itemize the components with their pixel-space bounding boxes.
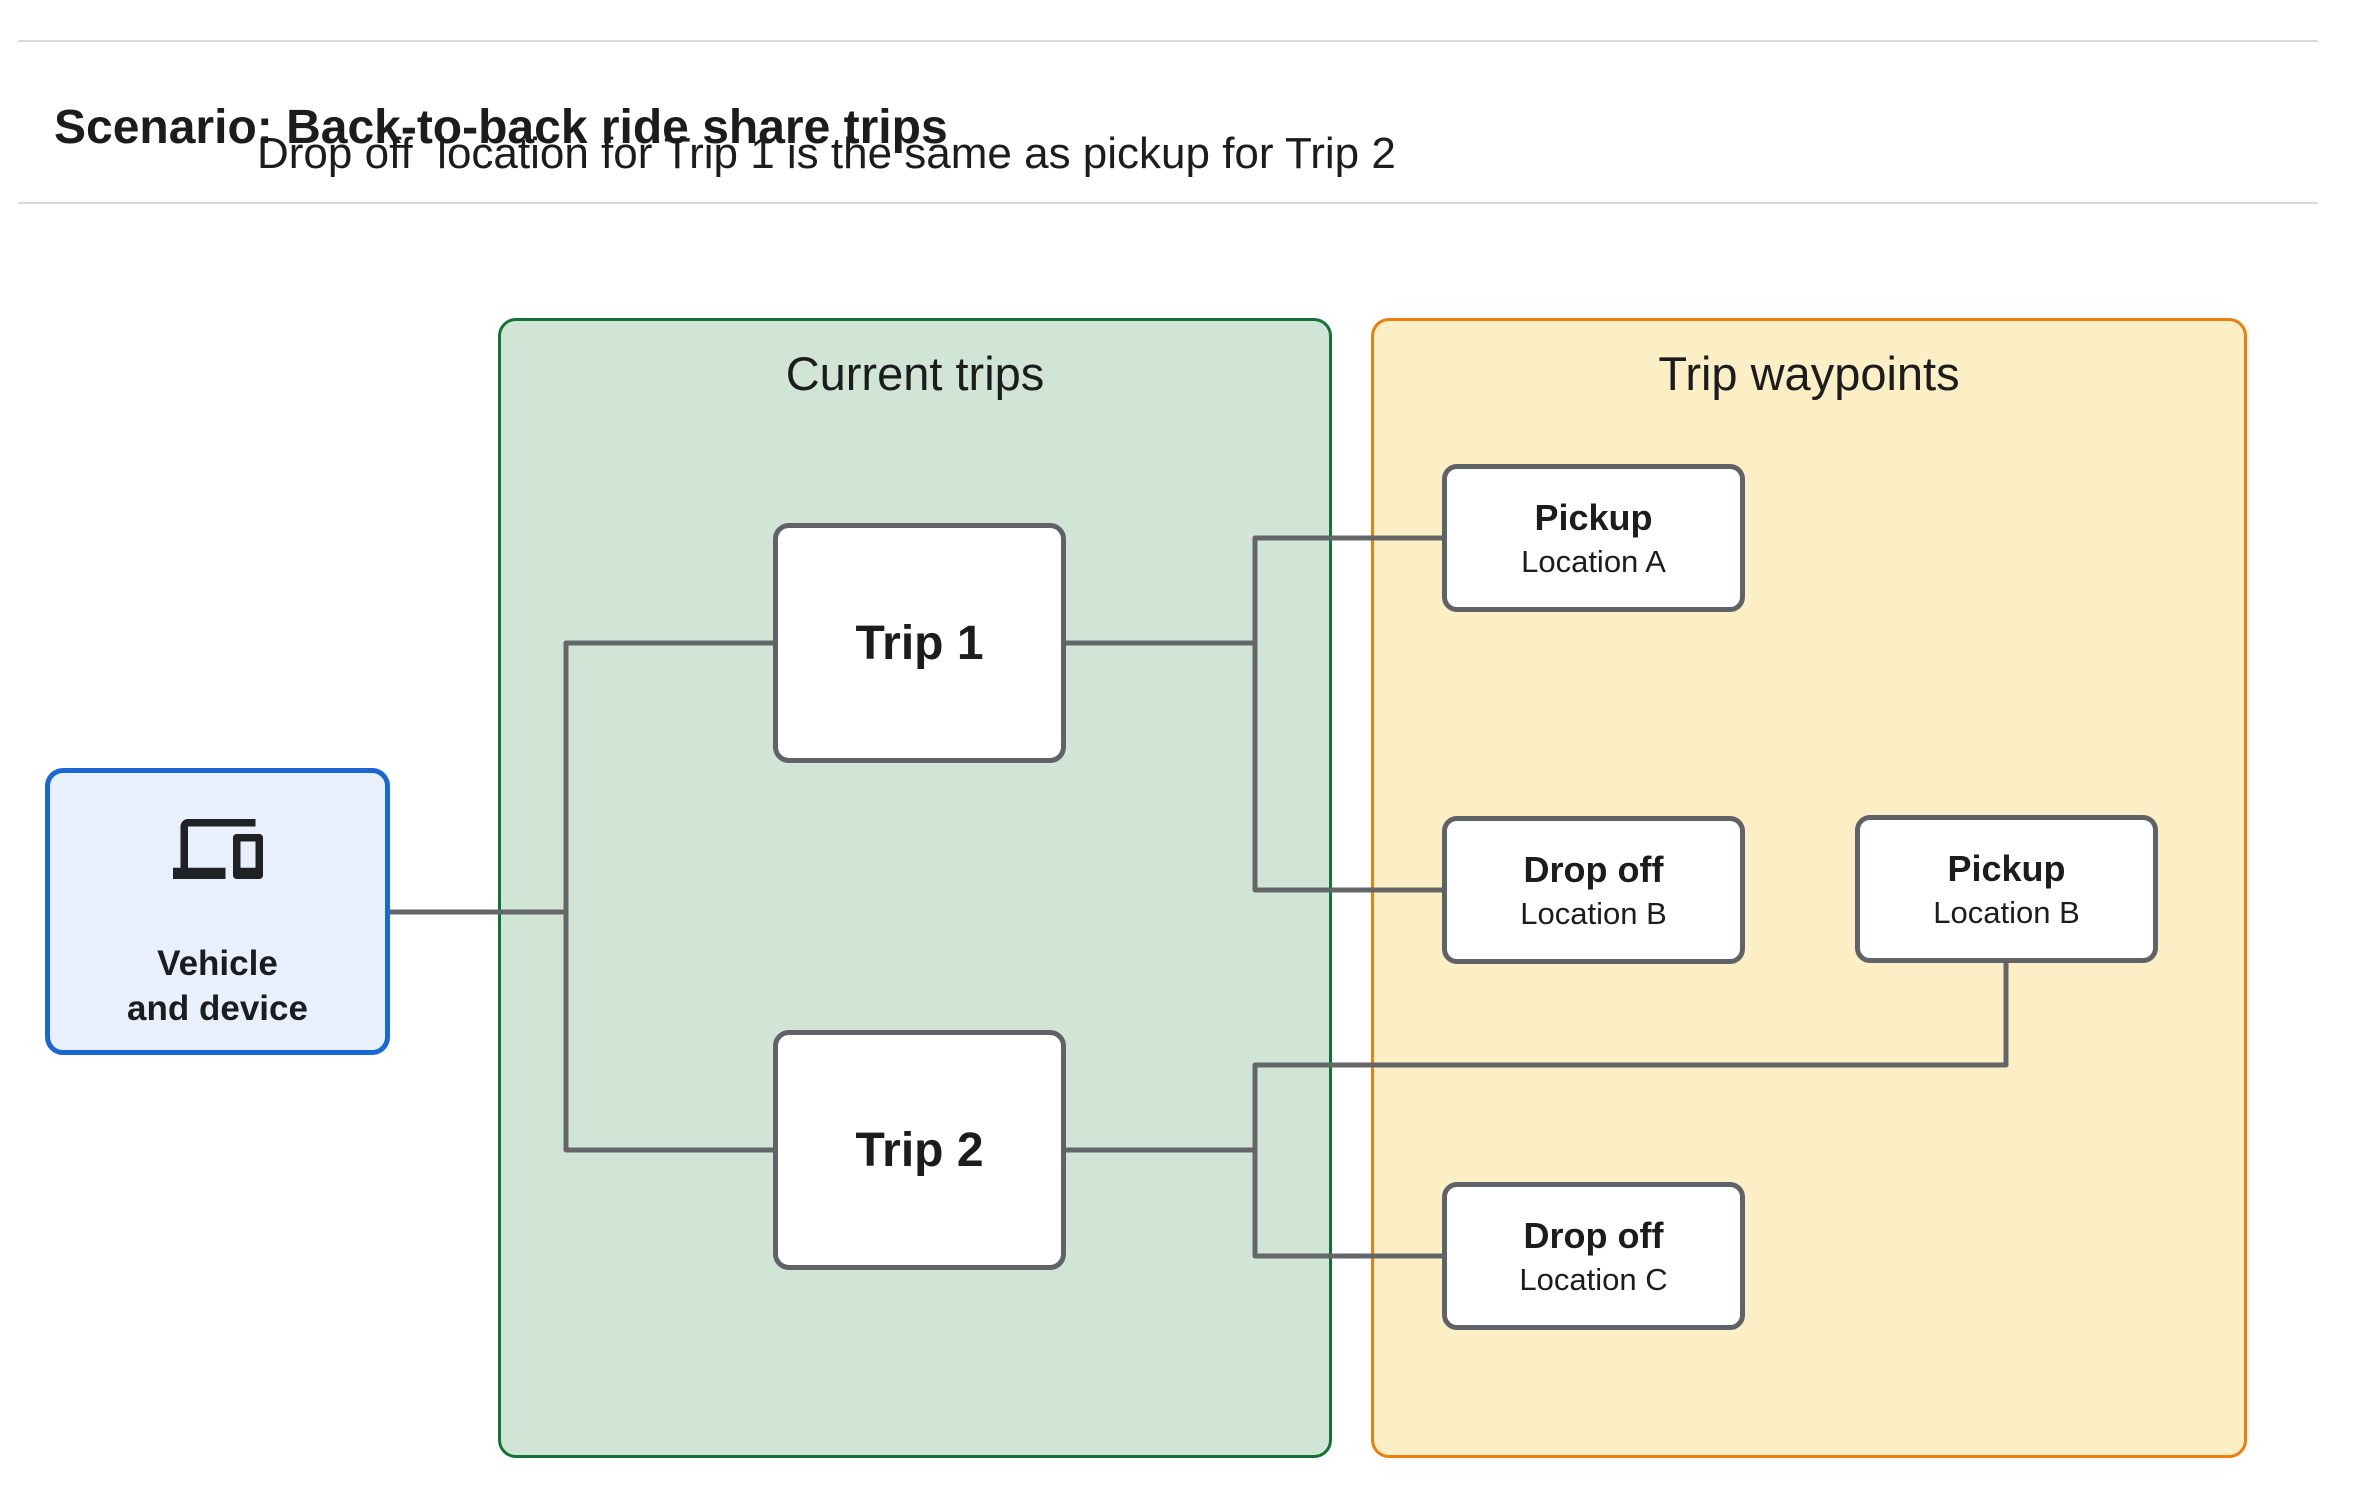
- devices-icon: [172, 819, 263, 879]
- waypoint-subtitle: Location B: [1933, 894, 2080, 930]
- page-title: Scenario: Back-to-back ride share trips: [54, 101, 948, 155]
- waypoint-subtitle: Location B: [1520, 895, 1667, 931]
- waypoint-dropoff-location-c-node: Drop off Location C: [1442, 1182, 1745, 1330]
- trip-waypoints-title: Trip waypoints: [1658, 347, 1960, 400]
- waypoint-pickup-location-a-node: Pickup Location A: [1442, 464, 1745, 612]
- waypoint-title: Pickup: [1947, 847, 2066, 889]
- connector-branch-to-trips: [563, 640, 775, 1153]
- connector-pickupb-to-dropoffc: [1252, 960, 2009, 1259]
- connector-trip1-to-waypoints: [1252, 535, 1444, 893]
- trip-2-node: Trip 2: [773, 1030, 1066, 1270]
- top-divider: [18, 40, 2318, 42]
- waypoint-pickup-location-b-node: Pickup Location B: [1855, 815, 2158, 963]
- waypoint-subtitle: Location C: [1519, 1261, 1668, 1297]
- trip-1-label: Trip 1: [855, 616, 984, 670]
- waypoint-title: Pickup: [1534, 496, 1653, 538]
- vehicle-node-label: Vehicle and device: [127, 944, 308, 1028]
- trip-1-node: Trip 1: [773, 523, 1066, 763]
- current-trips-title: Current trips: [785, 347, 1045, 400]
- waypoint-subtitle: Location A: [1521, 543, 1666, 579]
- waypoint-dropoff-location-b-node: Drop off Location B: [1442, 816, 1745, 964]
- trip-2-label: Trip 2: [855, 1123, 984, 1177]
- vehicle-and-device-node: Vehicle and device: [45, 768, 390, 1055]
- waypoint-title: Drop off: [1523, 848, 1664, 890]
- page-subtitle: Drop off location for Trip 1 is the same…: [257, 129, 1396, 178]
- header-divider: [18, 202, 2318, 204]
- waypoint-title: Drop off: [1523, 1214, 1664, 1256]
